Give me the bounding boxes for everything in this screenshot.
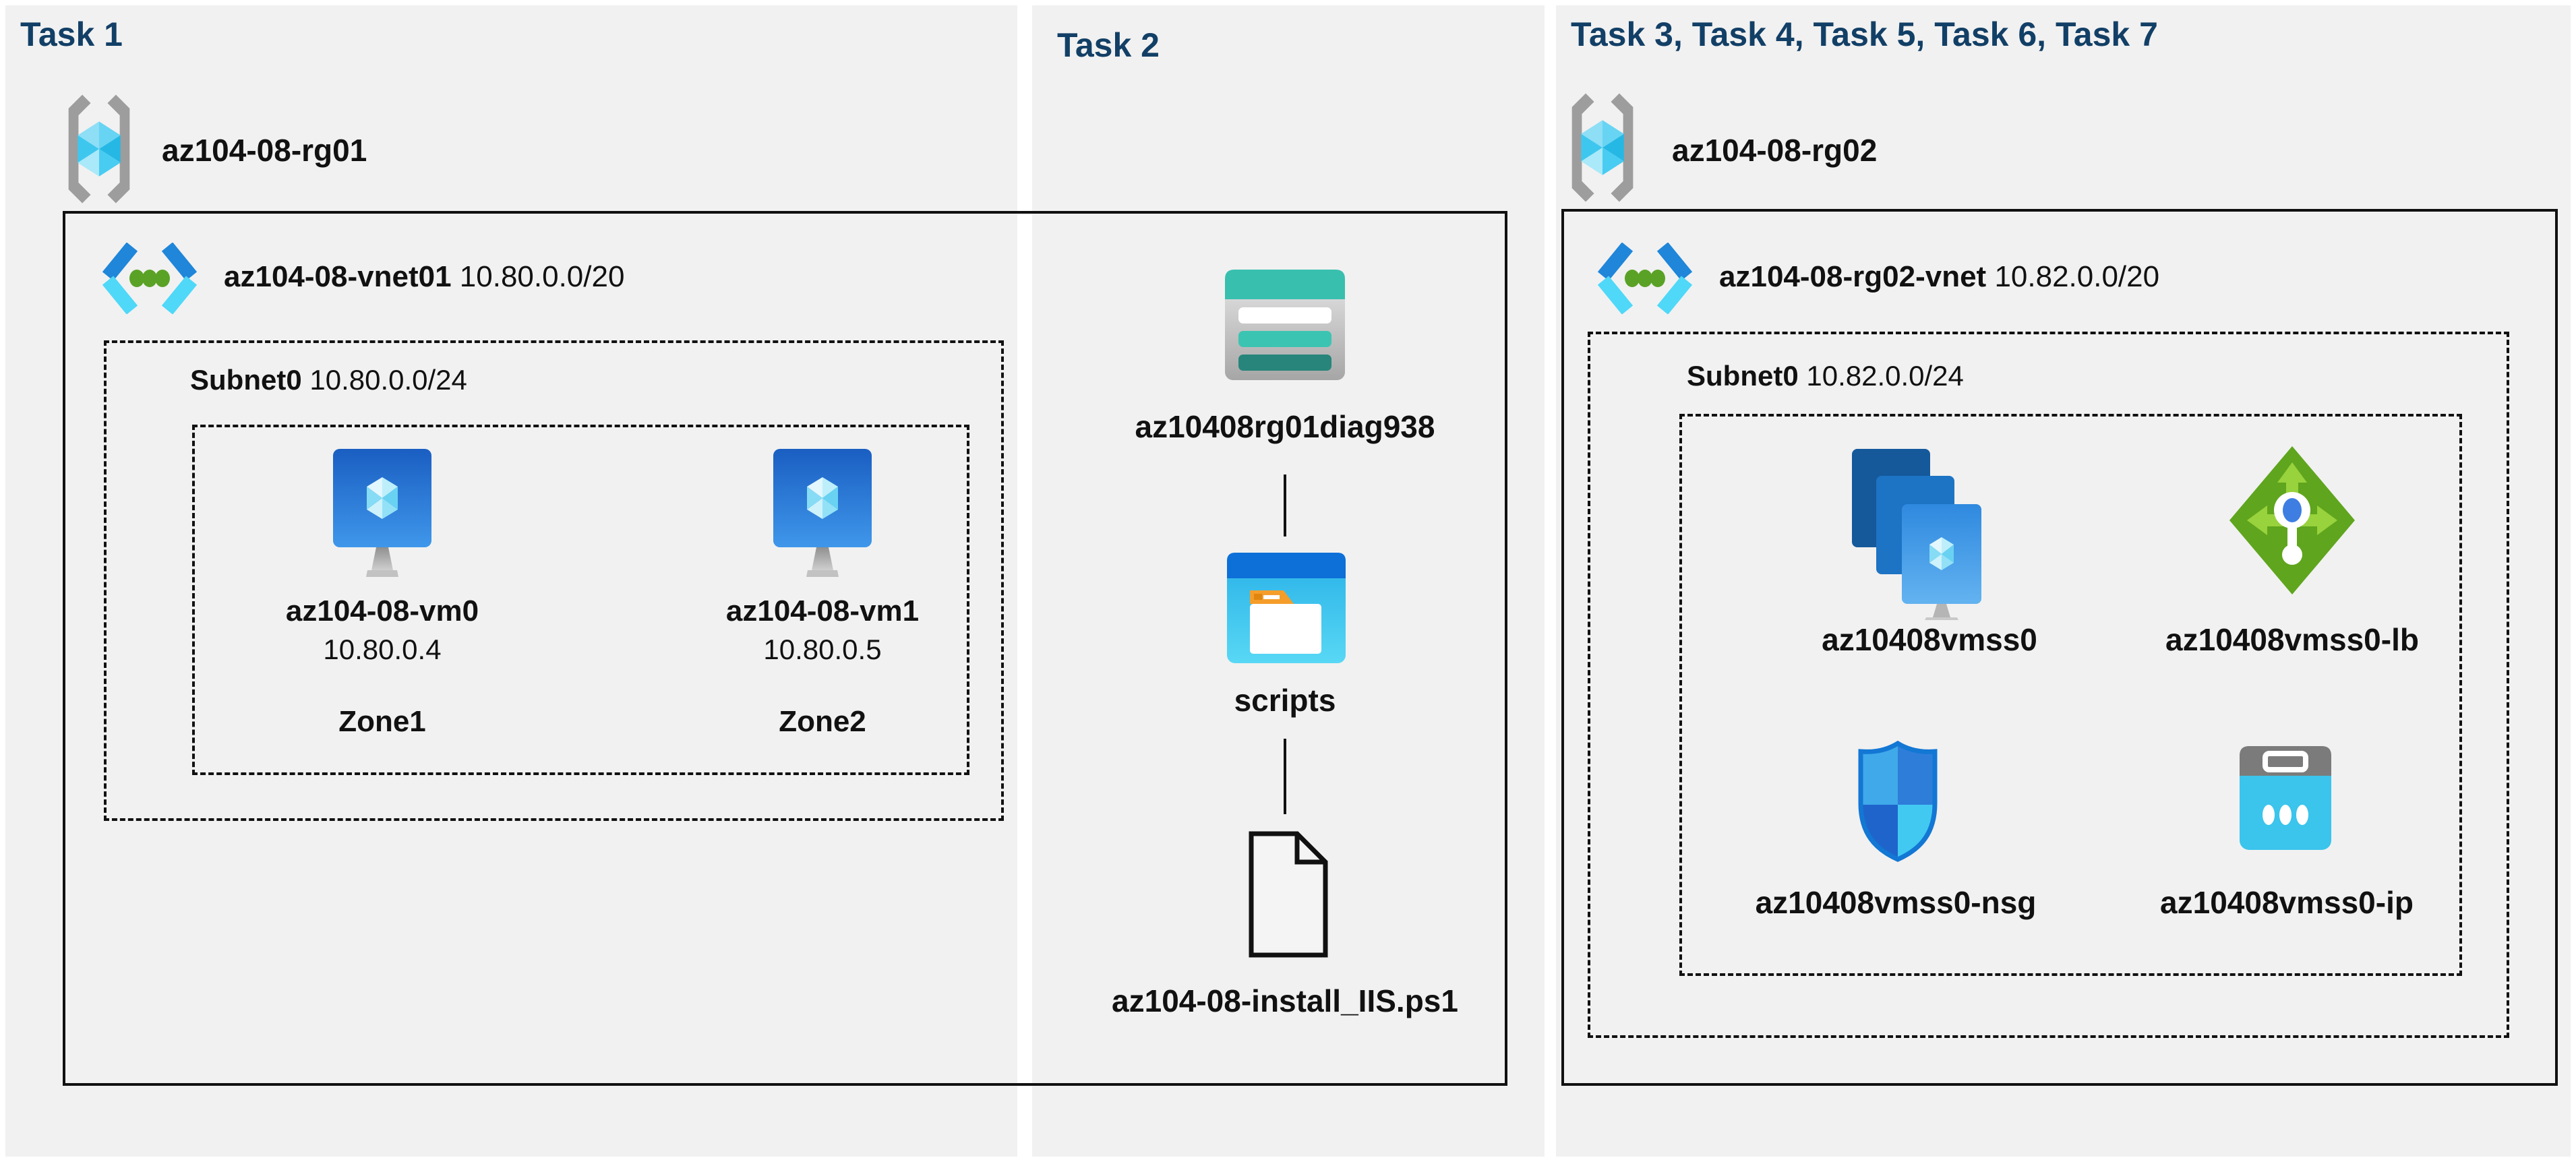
script-file-name: az104-08-install_IIS.ps1	[1112, 983, 1458, 1018]
subnet1-name: Subnet0	[190, 364, 302, 396]
folder-icon	[1227, 553, 1346, 663]
vm1-ip: 10.80.0.5	[763, 634, 882, 665]
zones-box	[192, 425, 969, 775]
subnet2-cidr: 10.82.0.0/24	[1806, 360, 1964, 392]
vm1-name: az104-08-vm1	[725, 594, 920, 627]
task3-header: Task 3, Task 4, Task 5, Task 6, Task 7	[1571, 16, 2158, 53]
subnet2-box	[1588, 332, 2509, 1038]
panel-task1	[5, 5, 1017, 1157]
lb-name: az10408vmss0-lb	[2165, 622, 2419, 657]
subnet1-label: Subnet0 10.80.0.0/24	[190, 364, 467, 396]
vnet2-box	[1561, 209, 2558, 1086]
connector-folder-file	[1284, 739, 1286, 814]
vmss-group-box	[1679, 414, 2462, 976]
storage-account-icon	[1225, 270, 1345, 380]
vnet2-cidr: 10.82.0.0/20	[1994, 260, 2160, 293]
vnet1-box	[63, 211, 1507, 1086]
resource-group-icon	[1571, 93, 1634, 202]
nsg-name: az10408vmss0-nsg	[1755, 885, 2037, 920]
subnet2-name: Subnet0	[1687, 360, 1799, 392]
vm0-zone: Zone1	[338, 705, 426, 738]
virtual-machine-icon	[773, 449, 872, 577]
task2-header: Task 2	[1057, 26, 1160, 64]
vm-scale-set-icon	[1852, 449, 1981, 620]
vm0-name: az104-08-vm0	[285, 594, 479, 627]
network-security-group-icon	[1858, 740, 1938, 862]
vnet1-name: az104-08-vnet01	[224, 260, 452, 293]
pip-name: az10408vmss0-ip	[2160, 885, 2414, 920]
vnet1-label: az104-08-vnet01 10.80.0.0/20	[224, 260, 624, 294]
load-balancer-icon	[2229, 446, 2355, 594]
vm0-ip: 10.80.0.4	[323, 634, 442, 665]
panel-task3	[1556, 5, 2571, 1157]
vm1-zone: Zone2	[779, 705, 866, 738]
subnet1-cidr: 10.80.0.0/24	[309, 364, 467, 396]
virtual-network-icon	[1597, 243, 1693, 314]
resource-group-icon	[68, 94, 130, 204]
rg02-name: az104-08-rg02	[1672, 133, 1878, 168]
public-ip-icon	[2240, 746, 2331, 850]
file-icon	[1249, 831, 1328, 958]
connector-storage-folder	[1284, 474, 1286, 536]
vnet2-name: az104-08-rg02-vnet	[1719, 260, 1987, 293]
subnet1-box	[104, 340, 1004, 821]
rg01-name: az104-08-rg01	[162, 133, 367, 168]
virtual-machine-icon	[333, 449, 431, 577]
task1-header: Task 1	[20, 16, 123, 53]
virtual-network-icon	[102, 243, 198, 314]
storage-account-name: az10408rg01diag938	[1135, 409, 1435, 444]
subnet2-label: Subnet0 10.82.0.0/24	[1687, 360, 1964, 392]
vnet2-label: az104-08-rg02-vnet 10.82.0.0/20	[1719, 260, 2159, 294]
vnet1-cidr: 10.80.0.0/20	[459, 260, 625, 293]
folder-name: scripts	[1234, 683, 1336, 718]
vmss-name: az10408vmss0	[1822, 622, 2037, 657]
